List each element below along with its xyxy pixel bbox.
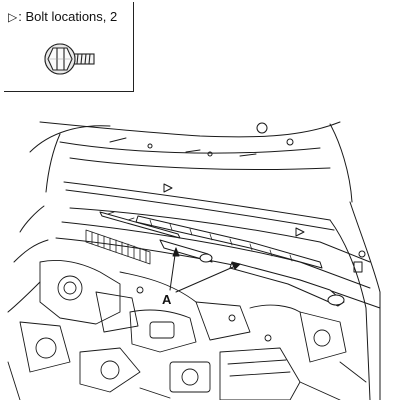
bolt-icon	[44, 43, 95, 75]
bolt-legend-label: : Bolt locations, 2	[18, 9, 118, 24]
callout-label-a: A	[162, 292, 172, 307]
bolt-location-marker-icon: ▷	[8, 10, 18, 24]
bolt-legend-box: ▷: Bolt locations, 2	[4, 2, 134, 92]
wiper-arm-bolt-illustration: A	[7, 121, 381, 400]
bolt-legend-caption: ▷: Bolt locations, 2	[8, 9, 117, 24]
